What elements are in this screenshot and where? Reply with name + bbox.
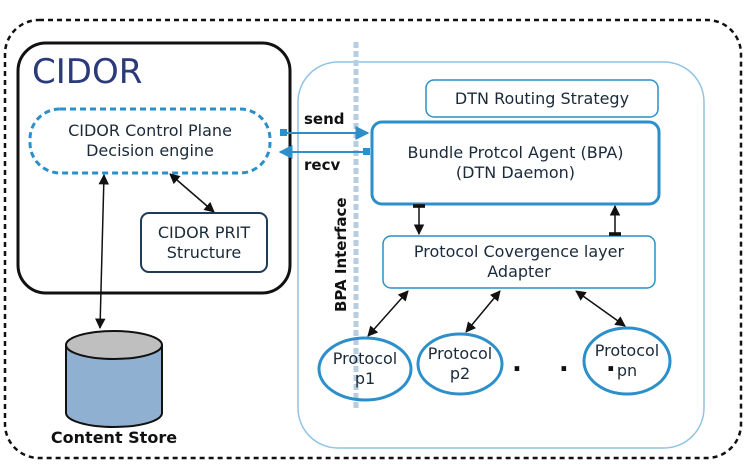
control-plane-label: CIDOR Control Plane Decision engine	[68, 121, 232, 160]
bpa-interface-label: BPA Interface	[332, 197, 350, 312]
send-label: send	[304, 110, 345, 128]
cidor-box	[16, 41, 292, 295]
protocol-ellipsis: . . .	[512, 348, 630, 378]
prit-label: CIDOR PRIT Structure	[157, 222, 251, 262]
content-store-top	[65, 330, 163, 360]
arrow-cp-content-store	[94, 173, 110, 330]
content-store-body	[65, 345, 163, 428]
arrow-cp-prit	[169, 173, 215, 213]
routing-label: DTN Routing Strategy	[454, 88, 630, 108]
bpa-label: Bundle Protcol Agent (BPA) (DTN Daemon)	[407, 143, 624, 182]
protocol-pn-label: Protocol pn	[594, 341, 660, 380]
content-store-label: Content Store	[50, 428, 178, 447]
protocol-p2-label: Protocol p2	[427, 344, 493, 383]
protocol-p2-ellipse	[416, 332, 504, 396]
routing-box	[425, 79, 659, 118]
recv-port	[363, 148, 370, 155]
protocol-pn-ellipse	[582, 326, 672, 396]
control-plane-box	[28, 107, 272, 175]
arrow-pcl-pn	[575, 290, 626, 327]
outer-system-frame	[3, 18, 743, 460]
bpa-box	[370, 120, 661, 206]
protocol-p1-label: Protocol p1	[332, 349, 398, 388]
send-port	[280, 129, 287, 136]
pcl-label: Protocol Covergence layer Adapter	[413, 242, 625, 281]
dtn-container	[297, 61, 705, 449]
arrow-pcl-p2	[465, 290, 501, 333]
cidor-title: CIDOR	[32, 52, 143, 92]
prit-box	[140, 212, 268, 273]
arrow-pcl-p1	[367, 290, 409, 337]
recv-label: recv	[304, 156, 341, 174]
protocol-p1-ellipse	[317, 336, 413, 402]
pcl-box	[382, 235, 656, 289]
